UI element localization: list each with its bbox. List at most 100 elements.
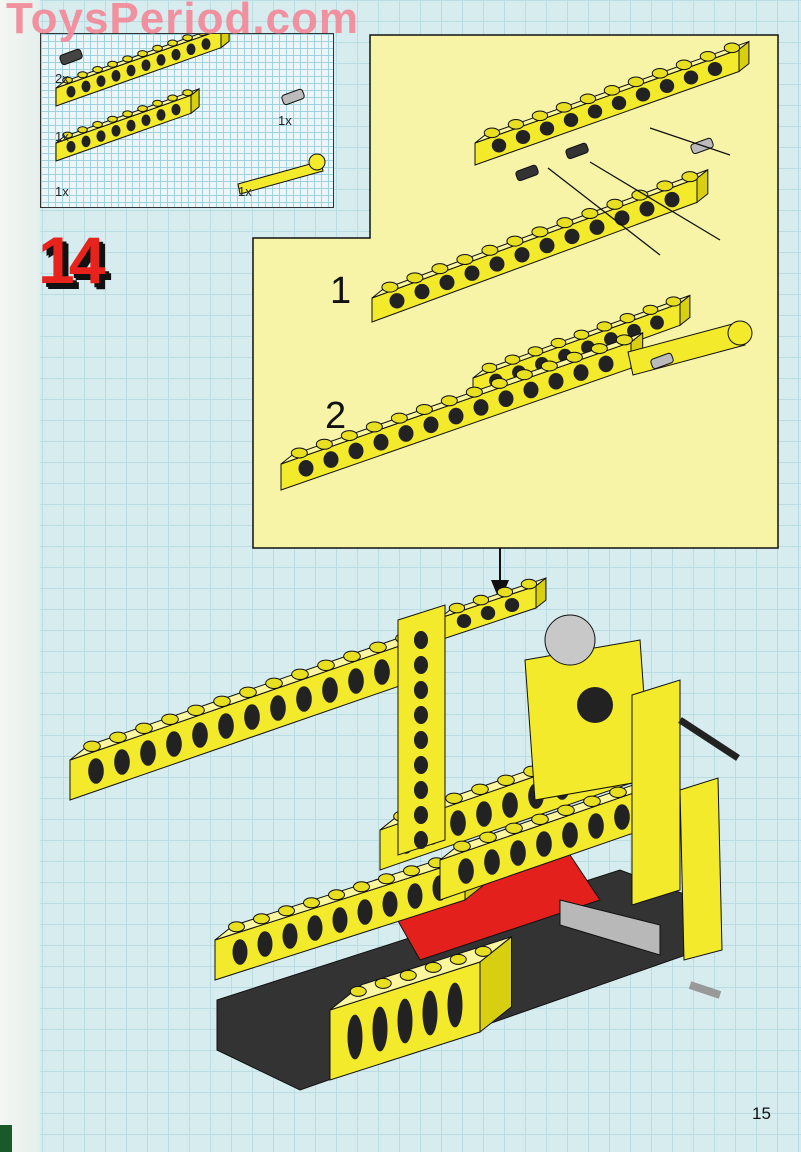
beam-hole bbox=[298, 459, 314, 477]
stud bbox=[187, 704, 205, 716]
stud bbox=[565, 351, 583, 363]
beam-hole bbox=[111, 125, 121, 137]
beam-hole bbox=[484, 849, 500, 875]
stud bbox=[481, 362, 498, 373]
stud bbox=[573, 329, 590, 340]
assembly-arrow bbox=[649, 127, 731, 156]
page-number: 15 bbox=[752, 1104, 771, 1123]
stud bbox=[515, 369, 533, 381]
technic-beam bbox=[69, 627, 427, 801]
stud bbox=[527, 346, 544, 357]
beam-hole bbox=[156, 109, 166, 121]
step-number: 14 bbox=[38, 223, 105, 297]
beam-hole bbox=[232, 939, 248, 965]
part-quantity: 1x bbox=[278, 113, 292, 128]
beam-hole bbox=[357, 899, 373, 925]
stud bbox=[619, 312, 636, 324]
beam-hole bbox=[296, 686, 312, 712]
stud bbox=[239, 686, 257, 698]
stud bbox=[656, 180, 674, 192]
beam-hole bbox=[515, 129, 531, 145]
substep-2-label: 2 bbox=[325, 395, 347, 437]
beam-hole bbox=[422, 990, 438, 1036]
stud bbox=[431, 263, 449, 275]
part-quantity: 1x bbox=[55, 184, 69, 199]
stud bbox=[556, 217, 574, 229]
substep-1-label: 1 bbox=[330, 270, 352, 312]
stud bbox=[182, 89, 193, 97]
beam-hole bbox=[456, 613, 472, 629]
beam-hole bbox=[635, 87, 651, 102]
stud bbox=[465, 386, 483, 398]
liftarm bbox=[237, 153, 326, 195]
beam-hole bbox=[81, 80, 91, 93]
stud bbox=[496, 586, 514, 598]
beam-hole bbox=[611, 95, 627, 111]
assembly-arrow bbox=[547, 167, 661, 256]
beam-hole bbox=[498, 390, 514, 408]
beam-hole bbox=[504, 597, 520, 613]
stud bbox=[152, 99, 163, 107]
stud bbox=[606, 198, 624, 210]
stud bbox=[555, 101, 573, 113]
stud bbox=[161, 713, 179, 725]
beam-hole bbox=[141, 59, 151, 71]
beam-hole bbox=[66, 85, 76, 98]
beam-hole bbox=[447, 982, 463, 1028]
beam-hole bbox=[564, 228, 580, 245]
technic-beam bbox=[214, 844, 484, 981]
stud bbox=[699, 50, 717, 62]
beam-hole bbox=[307, 915, 323, 941]
beam-hole bbox=[683, 70, 699, 85]
stud bbox=[403, 865, 420, 877]
beam-hole bbox=[439, 274, 455, 291]
stud bbox=[424, 961, 442, 973]
beam-hole bbox=[166, 731, 182, 757]
part-quantity: 1x bbox=[238, 184, 252, 199]
gear bbox=[544, 614, 596, 666]
stud bbox=[92, 66, 103, 74]
stud bbox=[265, 677, 283, 689]
beam-hole bbox=[398, 425, 414, 442]
beam-hole bbox=[489, 256, 505, 272]
beam-hole bbox=[348, 442, 364, 460]
beam-hole bbox=[397, 998, 413, 1044]
assembled-model bbox=[69, 577, 740, 1091]
beam-hole bbox=[373, 433, 389, 451]
beam-hole bbox=[639, 201, 655, 217]
beam-hole bbox=[389, 293, 405, 309]
stud bbox=[328, 889, 345, 901]
pin bbox=[650, 352, 674, 370]
stud bbox=[483, 127, 501, 139]
stud bbox=[520, 578, 538, 590]
beam-hole bbox=[348, 668, 364, 694]
stud bbox=[278, 905, 295, 917]
stud bbox=[62, 131, 73, 139]
stud bbox=[471, 783, 489, 795]
stud bbox=[603, 84, 621, 96]
stud bbox=[456, 253, 474, 265]
stud bbox=[531, 110, 549, 122]
axle bbox=[688, 981, 722, 999]
stud bbox=[62, 76, 73, 84]
stud bbox=[137, 105, 148, 113]
stud bbox=[675, 59, 693, 71]
beam-hole bbox=[523, 381, 539, 399]
callout-panel bbox=[252, 34, 779, 549]
beam-hole bbox=[96, 75, 106, 87]
stud bbox=[253, 913, 270, 925]
parts-illustration bbox=[55, 34, 326, 195]
stud bbox=[365, 421, 383, 433]
page-edge bbox=[0, 1125, 12, 1152]
axle bbox=[678, 717, 740, 761]
stud bbox=[77, 126, 88, 134]
beam-hole bbox=[589, 219, 605, 235]
beam-hole bbox=[587, 104, 603, 119]
stud bbox=[107, 60, 118, 68]
stud bbox=[390, 412, 408, 424]
beam-hole bbox=[156, 54, 166, 66]
beam-hole bbox=[473, 399, 489, 416]
stud bbox=[579, 93, 597, 105]
stud bbox=[353, 881, 370, 893]
